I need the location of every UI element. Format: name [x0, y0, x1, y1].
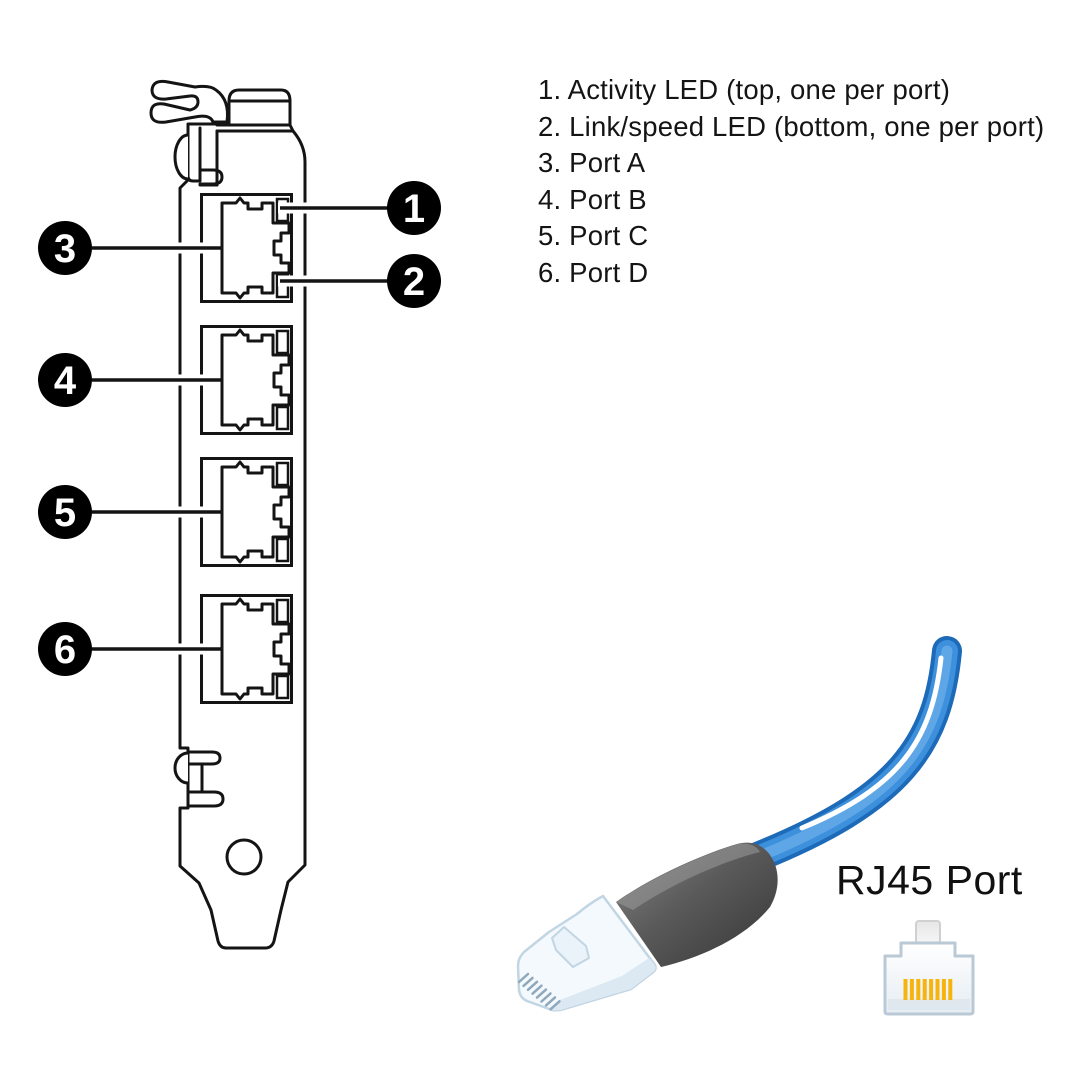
ethernet-cable-figure	[516, 636, 962, 1012]
rj45-port-icon	[883, 920, 975, 1016]
rivet-bottom	[173, 751, 190, 785]
legend-item-port-b: 4. Port B	[538, 183, 647, 215]
cable-highlight	[799, 655, 944, 831]
svg-text:2: 2	[403, 260, 425, 304]
bottom-clip	[186, 750, 222, 766]
rivet-top	[173, 133, 190, 181]
callouts: 1 2 3 4 5 6	[38, 181, 441, 676]
callout-2: 2	[387, 254, 441, 308]
svg-text:4: 4	[54, 359, 77, 403]
svg-text:3: 3	[54, 227, 76, 271]
rj45-port-caption: RJ45 Port	[836, 857, 1023, 903]
callout-5: 5	[38, 485, 92, 539]
connector-pins	[517, 972, 561, 1011]
legend-item-activity-led: 1. Activity LED (top, one per port)	[538, 74, 951, 105]
svg-text:5: 5	[54, 491, 76, 535]
callout-4: 4	[38, 353, 92, 407]
legend-item-link-speed-led: 2. Link/speed LED (bottom, one per port)	[538, 110, 1045, 142]
svg-text:6: 6	[54, 628, 76, 672]
callout-6: 6	[38, 622, 92, 676]
legend: 1. Activity LED (top, one per port) 2. L…	[538, 72, 1044, 291]
bracket-hook	[149, 79, 229, 124]
callout-1: 1	[387, 181, 441, 235]
legend-item-port-c: 5. Port C	[538, 220, 649, 251]
leader-lines	[92, 206, 388, 651]
svg-text:1: 1	[403, 187, 425, 231]
rj45-icon-pins	[903, 979, 953, 1000]
callout-3: 3	[38, 221, 92, 275]
connector-latch	[551, 926, 590, 968]
legend-item-port-d: 6. Port D	[538, 256, 649, 288]
cable-boot	[616, 842, 778, 967]
bracket-screw-hole	[225, 838, 263, 876]
legend-item-port-a: 3. Port A	[538, 147, 646, 178]
